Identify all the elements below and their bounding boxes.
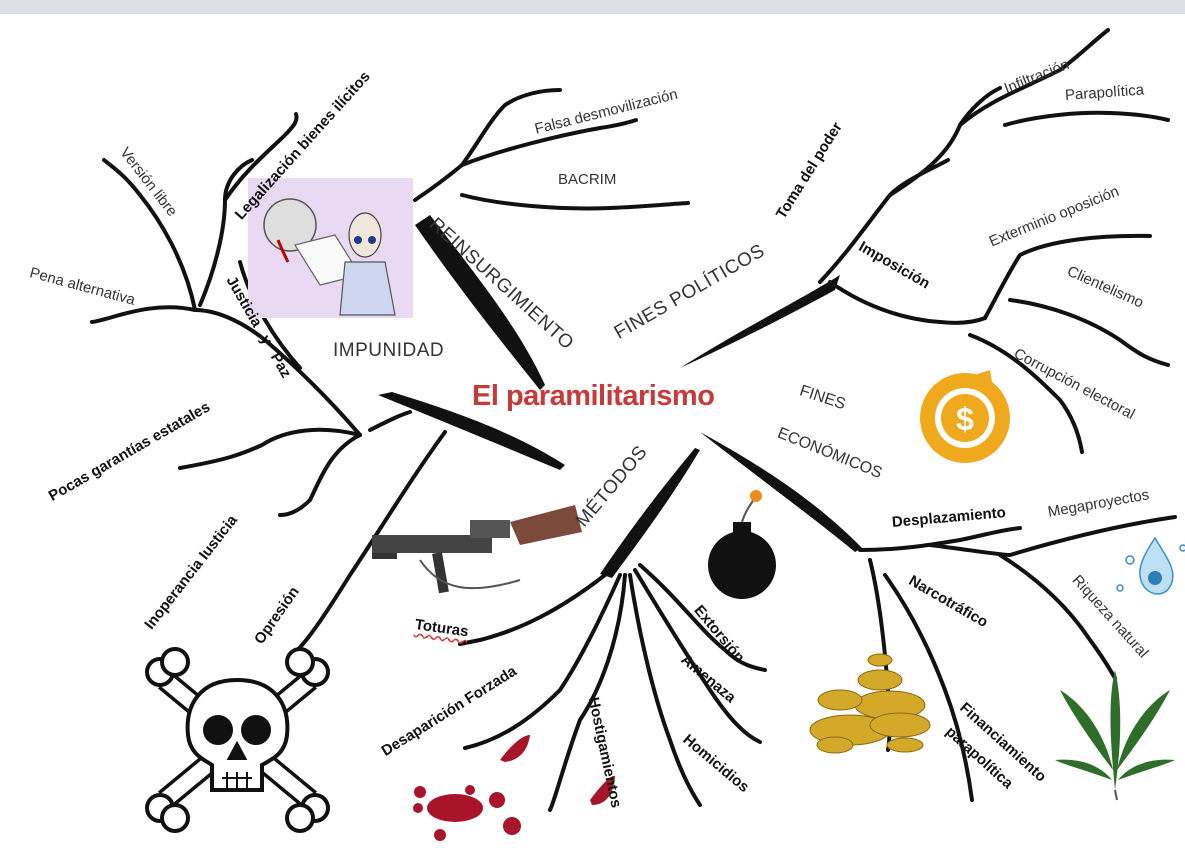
- gold-coins-icon: [809, 653, 931, 754]
- top-border: [0, 0, 1185, 14]
- wedge-fines-economicos: [700, 432, 862, 552]
- dollar-coin-icon: $: [920, 370, 1010, 463]
- branch-line: [368, 410, 412, 432]
- label-impunidad: IMPUNIDAD: [333, 340, 445, 361]
- cannabis-leaf-icon: [1055, 670, 1175, 801]
- branch-line: [628, 573, 702, 807]
- branch-line: [888, 86, 1002, 197]
- branch-line: [290, 430, 447, 657]
- wedge-metodos: [600, 448, 700, 578]
- svg-text:$: $: [956, 401, 974, 437]
- branch-line: [278, 433, 362, 517]
- branch-line: [828, 280, 987, 325]
- wedge-impunidad: [378, 392, 565, 470]
- branch-line: [463, 573, 622, 750]
- cartoon-figure-image: [248, 178, 413, 318]
- branch-line: [638, 563, 767, 672]
- wedge-reinsurgimiento: [415, 215, 545, 390]
- diagram-title: El paramilitarismo: [472, 380, 715, 412]
- branch-line: [178, 427, 362, 470]
- branch-line: [102, 158, 197, 312]
- branch-line: [983, 233, 1152, 320]
- skull-crossbones-icon: [145, 647, 330, 833]
- branch-line: [238, 260, 302, 370]
- branch-line: [858, 526, 1022, 552]
- branch-line: [968, 333, 1084, 454]
- branch-line: [413, 88, 562, 202]
- branch-line: [998, 553, 1117, 680]
- branch-line: [460, 193, 690, 211]
- branch-line: [1008, 298, 1170, 367]
- branch-line: [460, 118, 638, 167]
- wedge-fines-politicos: [680, 275, 840, 368]
- rifle-icon: [372, 505, 582, 594]
- branch-line: [633, 568, 762, 744]
- blood-drops-icon: [413, 735, 615, 841]
- label-bacrim: BACRIM: [558, 171, 617, 188]
- branch-line: [1003, 110, 1170, 127]
- branch-line: [958, 28, 1110, 127]
- branch-line: [548, 573, 627, 812]
- branch-line: [223, 112, 299, 202]
- branch-line: [198, 158, 254, 307]
- branch-line: [928, 515, 1177, 557]
- bomb-icon: [708, 490, 776, 599]
- water-drop-icon: [1116, 536, 1185, 595]
- branch-line: [458, 573, 607, 646]
- branch-line: [90, 305, 197, 324]
- branch-line: [883, 573, 974, 802]
- branch-line: [193, 308, 362, 437]
